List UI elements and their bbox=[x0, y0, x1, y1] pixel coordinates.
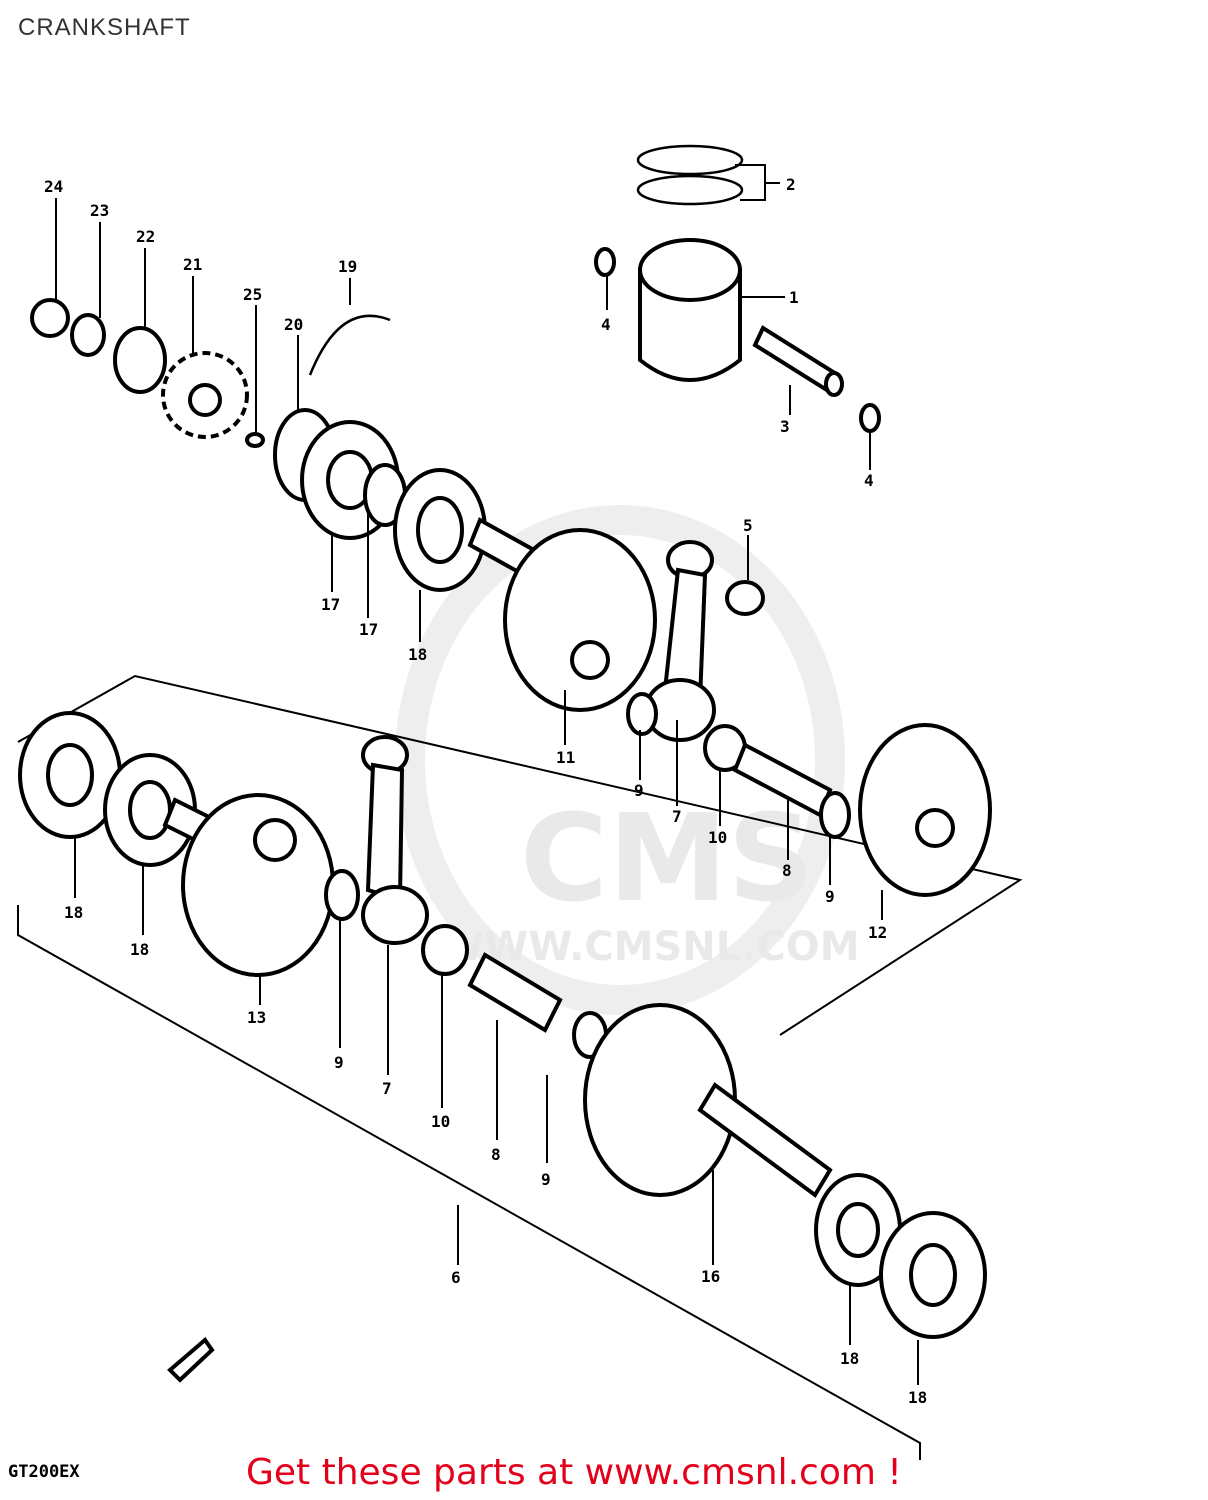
part-label-17: 18 bbox=[908, 1388, 927, 1407]
oil-seal-icon bbox=[103, 753, 197, 867]
watermark-url: WWW.CMSNL.COM bbox=[440, 924, 860, 970]
part-label-9: 9 bbox=[541, 1170, 551, 1189]
thrust-washer-icon bbox=[819, 791, 851, 839]
crankshaft-assembly-outline bbox=[17, 674, 1023, 1460]
part-label-13: 13 bbox=[247, 1008, 266, 1027]
watermark: CMS WWW.CMSNL.COM bbox=[395, 505, 860, 1015]
circlip-icon bbox=[308, 314, 391, 376]
part-label-23: 23 bbox=[90, 201, 109, 220]
model-code: GT200EX bbox=[8, 1462, 80, 1482]
piston-ring-icon bbox=[636, 144, 744, 206]
circlip-icon bbox=[594, 247, 616, 277]
crank-pin-icon bbox=[467, 952, 563, 1033]
washer-icon bbox=[70, 313, 106, 357]
part-label-19: 19 bbox=[338, 257, 357, 276]
part-label-11: 11 bbox=[556, 748, 575, 767]
nut-icon bbox=[30, 298, 70, 338]
crank-pin-icon bbox=[732, 742, 833, 818]
primary-gear-icon bbox=[113, 326, 167, 394]
part-label-12: 12 bbox=[868, 923, 887, 942]
needle-bearing-icon bbox=[725, 580, 765, 616]
crank-flywheel-icon bbox=[858, 723, 992, 897]
footer-parts-link[interactable]: Get these parts at www.cmsnl.com ! bbox=[246, 1452, 902, 1493]
part-label-16: 17 bbox=[359, 620, 378, 639]
oil-seal-icon bbox=[814, 1173, 902, 1287]
part-label-22: 22 bbox=[136, 227, 155, 246]
part-label-9: 9 bbox=[334, 1053, 344, 1072]
watermark-logo: CMS bbox=[520, 790, 814, 929]
thrust-washer-icon bbox=[626, 692, 658, 736]
part-label-7: 7 bbox=[382, 1079, 392, 1098]
part-label-4: 4 bbox=[864, 471, 874, 490]
part-label-5: 5 bbox=[743, 516, 753, 535]
page-title: CRANKSHAFT bbox=[18, 14, 191, 41]
part-label-4: 4 bbox=[601, 315, 611, 334]
key-icon bbox=[245, 432, 265, 448]
sprocket-icon bbox=[161, 351, 249, 439]
part-label-25: 25 bbox=[243, 285, 262, 304]
part-label-14: 16 bbox=[701, 1267, 720, 1286]
part-label-9: 9 bbox=[825, 887, 835, 906]
part-label-10: 10 bbox=[431, 1112, 450, 1131]
connecting-rod-icon bbox=[644, 540, 716, 742]
part-label-17: 18 bbox=[64, 903, 83, 922]
crank-flywheel-icon bbox=[181, 793, 335, 977]
part-label-6: 6 bbox=[451, 1268, 461, 1287]
part-label-1: 1 bbox=[789, 288, 799, 307]
part-label-8: 8 bbox=[782, 861, 792, 880]
part-label-18: 18 bbox=[130, 940, 149, 959]
crank-flywheel-icon bbox=[503, 528, 657, 712]
part-label-8: 8 bbox=[491, 1145, 501, 1164]
part-label-24: 24 bbox=[44, 177, 63, 196]
crank-flywheel-icon bbox=[583, 1003, 833, 1198]
part-label-18: 18 bbox=[840, 1349, 859, 1368]
connecting-rod-icon bbox=[361, 735, 429, 945]
leader-lines bbox=[55, 164, 919, 1385]
part-labels: 2 1 4 3 4 24 23 22 21 25 20 19 17 17 18 … bbox=[44, 175, 927, 1407]
part-label-20: 20 bbox=[284, 315, 303, 334]
front-arrow-icon bbox=[167, 1337, 215, 1383]
circlip-icon bbox=[859, 403, 881, 433]
part-label-2: 2 bbox=[786, 175, 796, 194]
thrust-washer-icon bbox=[324, 869, 360, 921]
part-label-15: 17 bbox=[321, 595, 340, 614]
part-label-18: 18 bbox=[408, 645, 427, 664]
part-label-3: 3 bbox=[780, 417, 790, 436]
needle-bearing-icon bbox=[421, 924, 469, 976]
part-label-10: 10 bbox=[708, 828, 727, 847]
piston-icon bbox=[638, 238, 742, 382]
part-label-7: 7 bbox=[672, 807, 682, 826]
part-label-9: 9 bbox=[634, 781, 644, 800]
bearing-icon bbox=[393, 468, 487, 592]
bearing-icon bbox=[879, 1211, 987, 1339]
bearing-icon bbox=[18, 711, 122, 839]
piston-pin-icon bbox=[752, 325, 844, 397]
part-label-21: 21 bbox=[183, 255, 202, 274]
